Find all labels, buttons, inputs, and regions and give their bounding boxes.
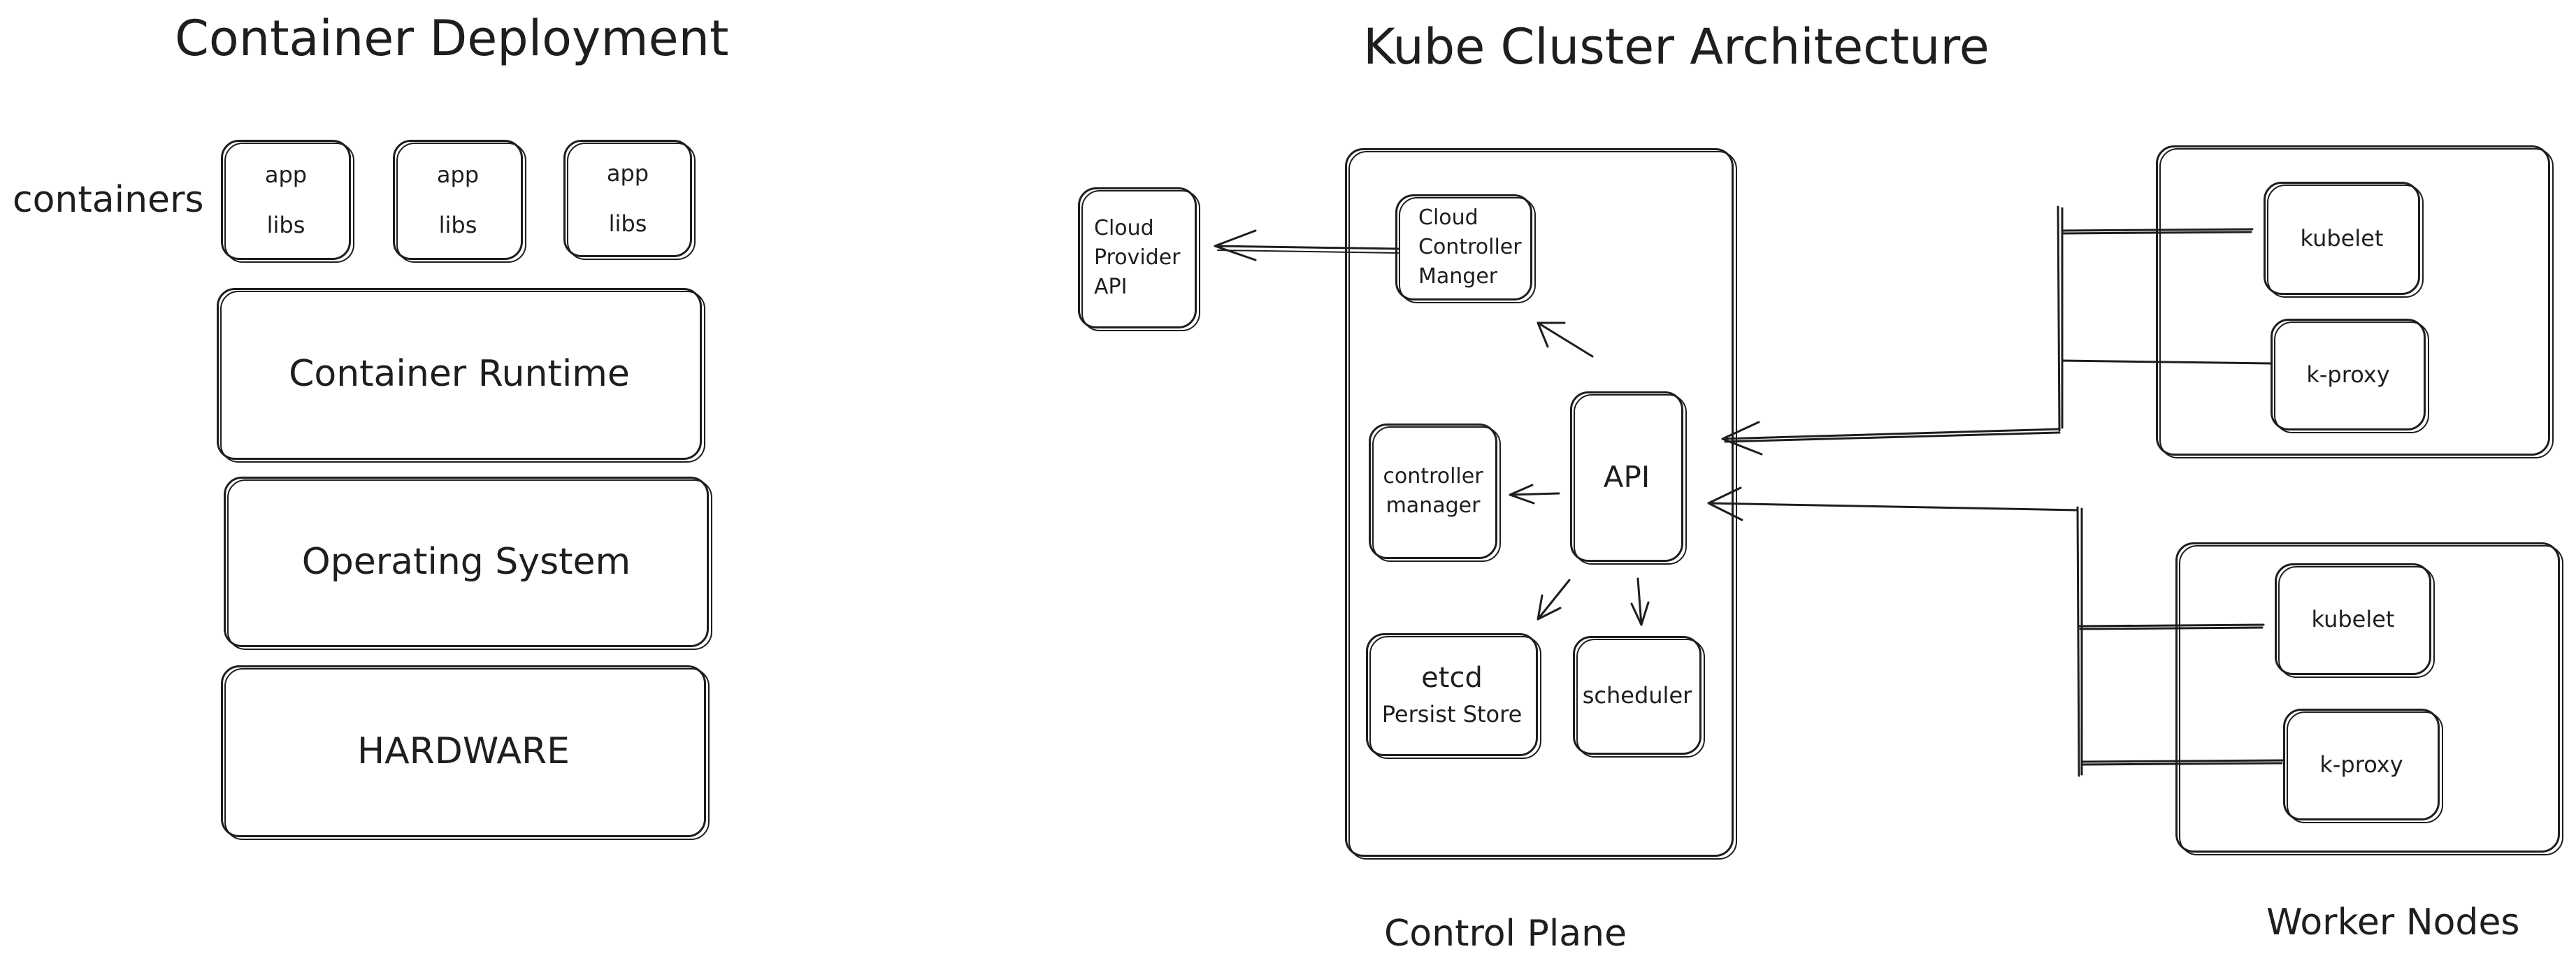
operating-system-label: Operating System <box>301 541 631 583</box>
control-plane-container <box>1345 148 1734 857</box>
container-box-2: app libs <box>393 140 523 260</box>
cloud-api-line: Cloud <box>1094 216 1154 240</box>
node1-kproxy-box: k-proxy <box>2271 319 2426 430</box>
container-libs-label: libs <box>438 212 477 238</box>
container-box-3: app libs <box>563 140 692 257</box>
hardware-label: HARDWARE <box>357 730 570 772</box>
cloud-api-line: API <box>1094 275 1128 299</box>
container-deployment-title: Container Deployment <box>175 10 729 67</box>
arrow-node1-to-api <box>1721 421 2061 456</box>
kube-cluster-title: Kube Cluster Architecture <box>1363 18 1989 75</box>
worker-nodes-label: Worker Nodes <box>2266 902 2520 943</box>
operating-system-layer: Operating System <box>224 477 709 647</box>
kubelet-label: kubelet <box>2300 225 2384 252</box>
container-app-label: app <box>436 161 480 188</box>
node2-bus <box>2076 506 2083 777</box>
container-libs-label: libs <box>608 210 647 237</box>
etcd-box: etcd Persist Store <box>1366 633 1538 756</box>
persist-store-label: Persist Store <box>1381 701 1523 728</box>
node2-kproxy-box: k-proxy <box>2283 709 2440 820</box>
ccm-line: Manger <box>1418 264 1498 289</box>
cloud-provider-api-box: Cloud Provider API <box>1078 187 1197 328</box>
container-app-label: app <box>606 160 649 187</box>
worker-node-2 <box>2175 542 2560 853</box>
container-box-1: app libs <box>221 140 351 260</box>
container-app-label: app <box>264 161 308 188</box>
arrow-api-to-etcd <box>1537 579 1571 621</box>
arrow-node2-to-api <box>1707 486 2079 521</box>
container-runtime-layer: Container Runtime <box>217 288 702 460</box>
node2-kubelet-box: kubelet <box>2275 563 2431 675</box>
worker-node-1 <box>2156 145 2550 456</box>
kproxy-label: k-proxy <box>2319 751 2403 778</box>
controller-manager-line: controller <box>1383 464 1483 488</box>
controller-manager-box: controller manager <box>1369 424 1497 559</box>
arrow-api-to-scheduler <box>1630 577 1650 626</box>
controller-manager-line: manager <box>1386 493 1481 518</box>
scheduler-box: scheduler <box>1573 636 1701 755</box>
api-label: API <box>1603 459 1650 494</box>
cloud-api-line: Provider <box>1094 245 1181 270</box>
ccm-line: Controller <box>1418 235 1522 259</box>
containers-label: containers <box>13 179 204 221</box>
arrow-api-to-ccm <box>1537 321 1594 358</box>
api-server-box: API <box>1570 391 1683 562</box>
cloud-controller-manager-box: Cloud Controller Manger <box>1395 194 1532 301</box>
kproxy-label: k-proxy <box>2306 361 2390 388</box>
control-plane-label: Control Plane <box>1384 913 1627 955</box>
kubelet-label: kubelet <box>2311 606 2395 632</box>
ccm-line: Cloud <box>1418 205 1478 230</box>
arrow-ccm-to-cloud-api <box>1214 229 1399 261</box>
scheduler-label: scheduler <box>1582 682 1692 709</box>
container-libs-label: libs <box>266 212 305 238</box>
node1-bus <box>2057 205 2064 432</box>
node1-kubelet-box: kubelet <box>2264 182 2420 295</box>
container-runtime-label: Container Runtime <box>289 353 630 395</box>
hardware-layer: HARDWARE <box>221 665 706 837</box>
etcd-label: etcd <box>1421 662 1483 694</box>
arrow-api-to-controller-manager <box>1509 484 1560 505</box>
